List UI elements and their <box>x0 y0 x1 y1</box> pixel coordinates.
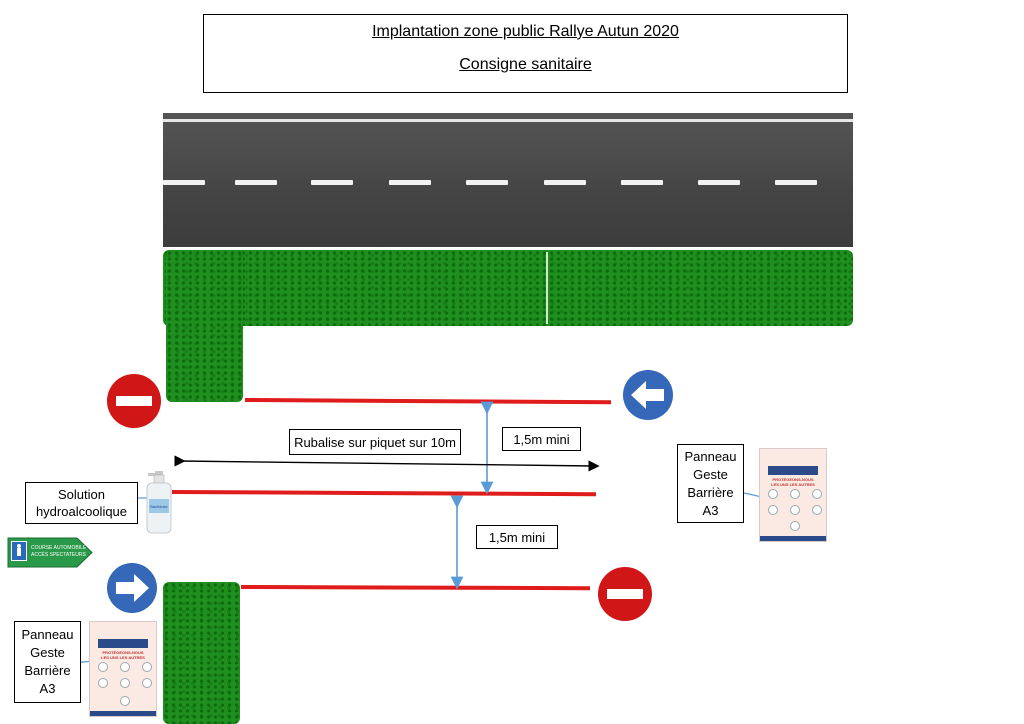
panel-label-left: Panneau Geste Barrière A3 <box>14 621 81 703</box>
road-center-dashes <box>163 180 853 185</box>
no-entry-sign-icon <box>107 374 161 428</box>
hedge-bottom-left <box>163 582 240 724</box>
hedge-top-left <box>166 250 243 402</box>
panel-label-right: Panneau Geste Barrière A3 <box>677 444 744 523</box>
title-box: Implantation zone public Rallye Autun 20… <box>203 14 848 93</box>
sign-line-2: ACCÈS SPECTATEURS <box>31 551 86 558</box>
sign-line-1: COURSE AUTOMOBILE <box>31 545 87 551</box>
poster-right-title-2: LES UNS LES AUTRES <box>771 481 815 487</box>
panel-left-line-2: Geste <box>30 645 65 660</box>
diagram-title: Implantation zone public Rallye Autun 20… <box>372 23 679 40</box>
diagram-subtitle: Consigne sanitaire <box>459 56 592 73</box>
panel-left-line-1: Panneau <box>21 627 74 642</box>
bottle-label: Bactidose <box>150 504 168 509</box>
hedge-top <box>163 250 853 326</box>
panel-right-line-3: Barrière <box>687 484 734 500</box>
distance-label-top: 1,5m mini <box>502 427 581 451</box>
left-arrow-sign-icon <box>623 370 673 420</box>
sanitizer-bottle-icon: Bactidose <box>146 471 172 534</box>
poster-left-title-2: LES UNS LES AUTRES <box>101 655 145 661</box>
panel-right-line-1: Panneau <box>684 448 737 464</box>
length-arrow <box>174 455 600 472</box>
spectator-access-sign-icon: COURSE AUTOMOBILE ACCÈS SPECTATEURS <box>7 537 93 568</box>
solution-label: Solution hydroalcoolique <box>25 482 138 524</box>
panel-right-line-2: Geste <box>693 466 728 482</box>
road-edge-line <box>163 119 853 122</box>
right-arrow-sign-icon <box>107 563 157 613</box>
road <box>163 113 853 247</box>
panel-left-line-4: A3 <box>39 681 56 696</box>
no-entry-sign-icon <box>598 567 652 621</box>
poster-left-title-1: PROTÉGEONS-NOUS <box>102 650 144 656</box>
panel-right-line-4: A3 <box>702 502 719 518</box>
distance-label-bottom: 1,5m mini <box>476 525 558 549</box>
hedge-seam <box>546 252 548 324</box>
poster-right-title-1: PROTÉGEONS-NOUS <box>772 476 814 482</box>
panel-left-line-3: Barrière <box>24 663 71 678</box>
rubalise-label: Rubalise sur piquet sur 10m <box>289 429 461 455</box>
